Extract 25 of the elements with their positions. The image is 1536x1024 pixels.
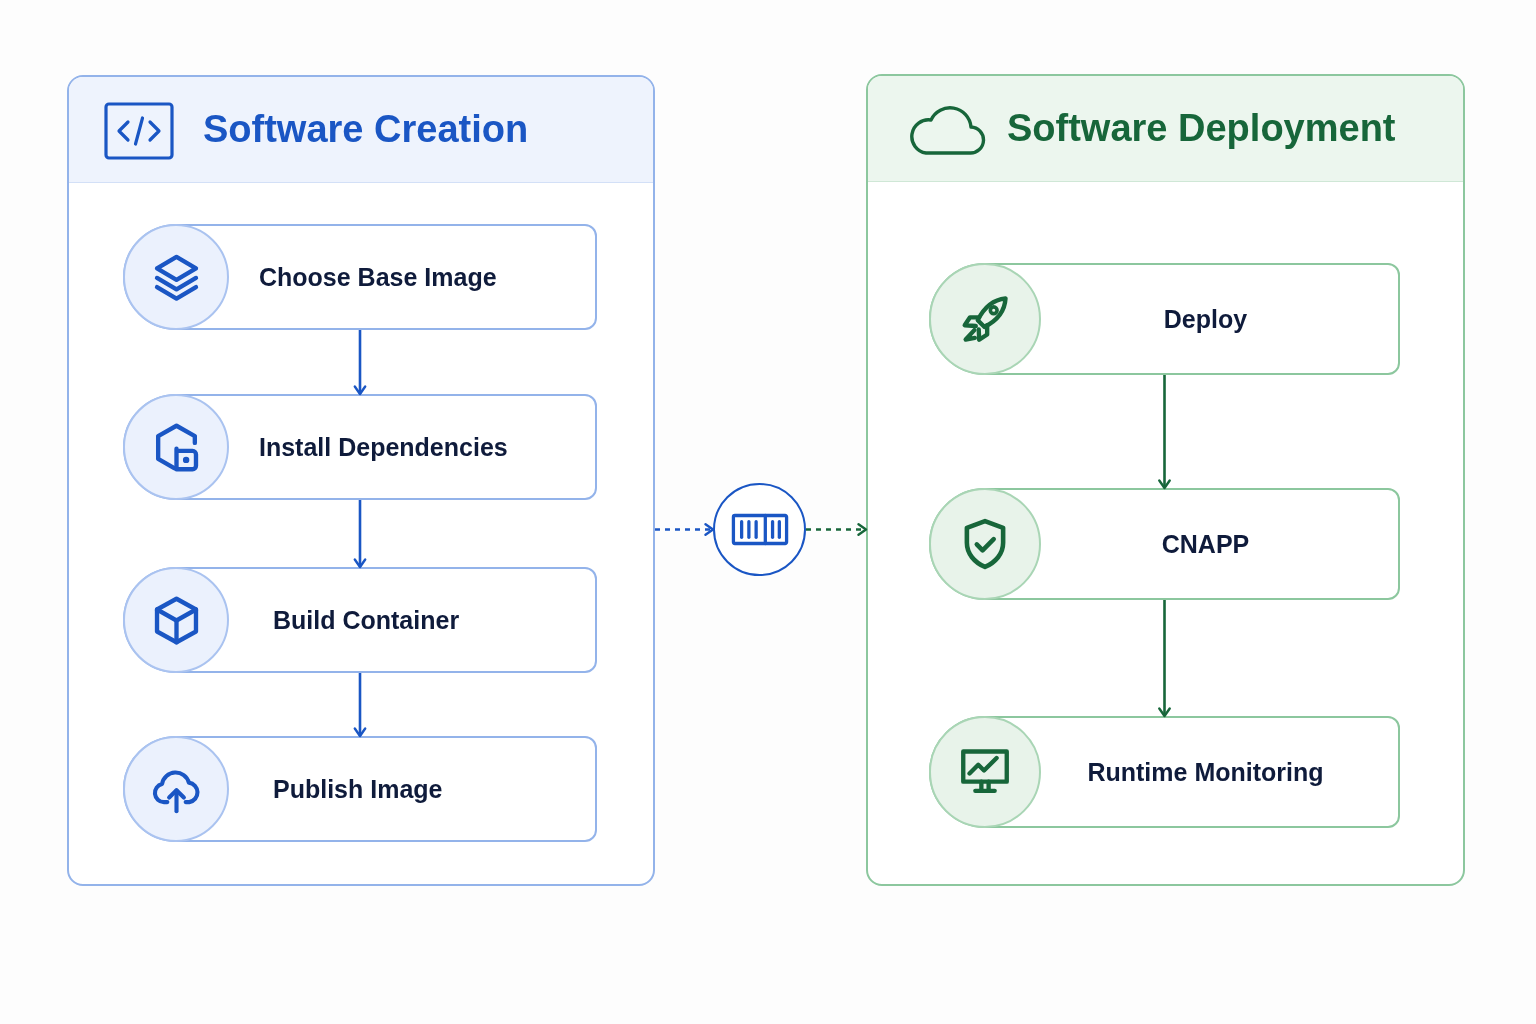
- arrow: [353, 330, 367, 396]
- process-step-card: [123, 736, 597, 842]
- dotted-arrow: [806, 523, 868, 536]
- group-panel: [67, 75, 655, 886]
- step-label: Runtime Monitoring: [1086, 757, 1325, 787]
- process-step-card: [123, 224, 597, 330]
- process-step-card: [123, 394, 597, 500]
- arrow: [1158, 375, 1171, 490]
- step-label: Publish Image: [273, 774, 443, 804]
- step-label: Choose Base Image: [259, 262, 497, 292]
- process-step-card: [929, 263, 1400, 375]
- step-label: Build Container: [273, 605, 460, 635]
- process-step-card: [929, 488, 1400, 600]
- process-step-card: [929, 716, 1400, 828]
- process-step-card: [123, 567, 597, 673]
- arrow: [353, 500, 367, 569]
- panel-title: Software Deployment: [1007, 106, 1396, 150]
- step-label: CNAPP: [1160, 529, 1251, 559]
- step-label: Install Dependencies: [259, 432, 508, 462]
- dotted-arrow: [655, 523, 715, 536]
- group-panel: [866, 74, 1465, 886]
- arrow: [353, 673, 367, 738]
- arrow: [1158, 600, 1171, 718]
- panel-title: Software Creation: [203, 107, 529, 151]
- step-label: Deploy: [1162, 304, 1249, 334]
